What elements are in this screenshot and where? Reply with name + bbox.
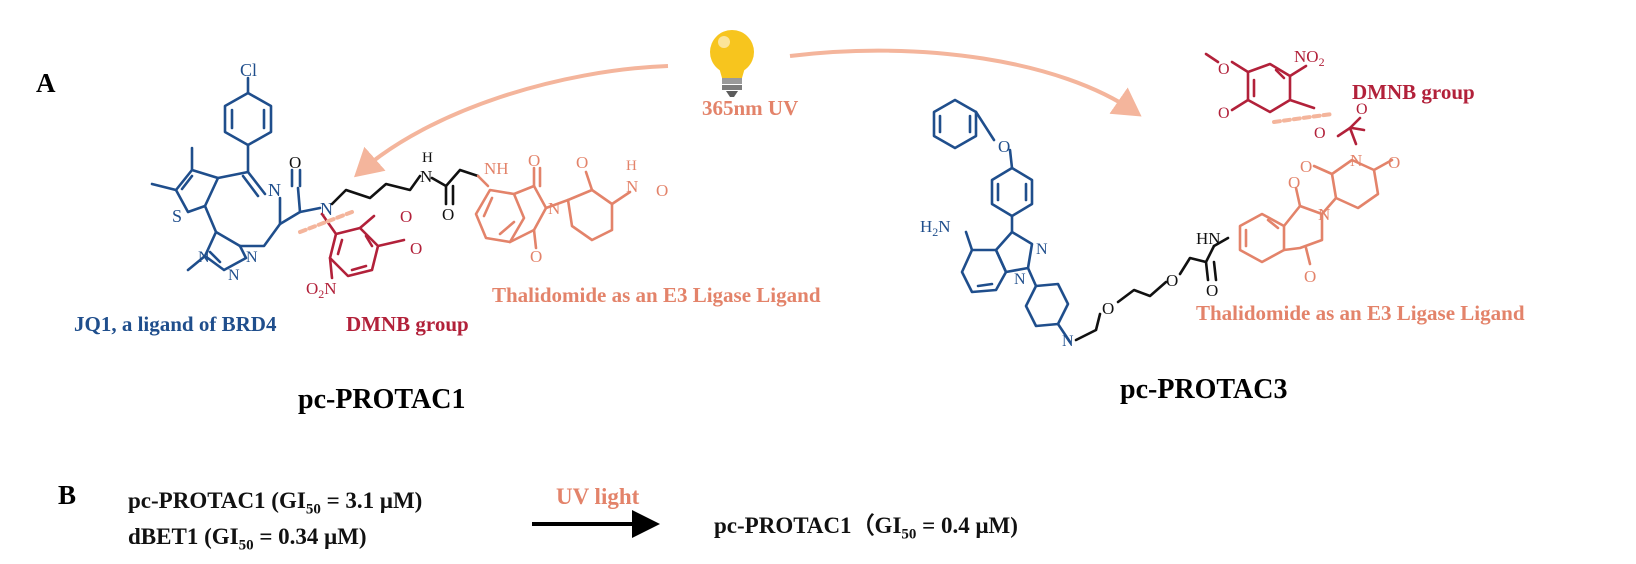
svg-text:N: N bbox=[1062, 333, 1074, 350]
svg-text:O: O bbox=[1206, 281, 1218, 300]
dmnb-label-2: DMNB group bbox=[1352, 80, 1475, 104]
svg-text:O: O bbox=[410, 239, 422, 258]
cleavage-dash-2 bbox=[1272, 112, 1334, 124]
thalidomide-label-1: Thalidomide as an E3 Ligase Ligand bbox=[492, 283, 821, 307]
svg-text:H: H bbox=[626, 158, 637, 174]
svg-text:N: N bbox=[1036, 241, 1048, 258]
svg-text:O: O bbox=[530, 247, 542, 266]
svg-text:O: O bbox=[442, 205, 454, 224]
svg-text:O: O bbox=[1218, 105, 1230, 122]
dbet1-gi50: dBET1 (GI50 = 0.34 μM) bbox=[128, 524, 367, 554]
ibrutinib-like-fragment bbox=[932, 98, 1072, 344]
svg-text:N: N bbox=[1014, 271, 1026, 288]
svg-text:H: H bbox=[422, 150, 433, 166]
svg-text:N: N bbox=[246, 249, 258, 266]
svg-text:O: O bbox=[998, 137, 1010, 156]
uv-arrow-left bbox=[354, 64, 669, 178]
svg-text:O: O bbox=[289, 153, 301, 172]
peg-linker bbox=[1074, 236, 1230, 342]
svg-text:O: O bbox=[1288, 173, 1300, 192]
thalidomide-fragment-1 bbox=[474, 166, 632, 250]
panel-b-label: B bbox=[58, 480, 77, 510]
svg-text:O: O bbox=[400, 207, 412, 226]
svg-text:O: O bbox=[1300, 157, 1312, 176]
cleavage-dash-1 bbox=[298, 210, 354, 234]
dmnb-fragment-1 bbox=[320, 212, 406, 280]
svg-text:O: O bbox=[576, 153, 588, 172]
svg-text:Cl: Cl bbox=[240, 60, 257, 80]
svg-text:N: N bbox=[198, 249, 210, 266]
dmnb-fragment-2 bbox=[1204, 52, 1366, 146]
svg-text:O: O bbox=[656, 181, 668, 200]
svg-text:S: S bbox=[172, 206, 182, 226]
svg-text:N: N bbox=[626, 177, 638, 196]
pc-protac1-title: pc-PROTAC1 bbox=[298, 384, 466, 415]
svg-text:O2N: O2N bbox=[306, 279, 337, 301]
svg-text:N: N bbox=[548, 199, 560, 218]
svg-text:O: O bbox=[1218, 61, 1230, 78]
svg-text:N: N bbox=[1350, 151, 1362, 170]
svg-text:N: N bbox=[268, 180, 281, 200]
thalidomide-fragment-2 bbox=[1238, 158, 1394, 266]
jq1-label: JQ1, a ligand of BRD4 bbox=[74, 312, 277, 336]
svg-text:O: O bbox=[1166, 271, 1178, 290]
thalidomide-label-2: Thalidomide as an E3 Ligase Ligand bbox=[1196, 301, 1525, 325]
butyl-linker bbox=[330, 168, 480, 206]
svg-text:N: N bbox=[420, 167, 432, 186]
uv-light-label: UV light bbox=[556, 484, 640, 509]
jq1-fragment bbox=[150, 76, 322, 272]
dmnb-label-1: DMNB group bbox=[346, 312, 469, 336]
svg-text:N: N bbox=[1318, 205, 1330, 224]
uv-wavelength-label: 365nm UV bbox=[702, 96, 799, 120]
jq1-atoms: Cl S N N N N N bbox=[172, 60, 333, 284]
pc-protac3-structure: O H2N N N N O O O HN bbox=[920, 47, 1400, 350]
svg-text:O: O bbox=[1356, 101, 1368, 118]
pc-protac1-gi50-before: pc-PROTAC1 (GI50 = 3.1 μM) bbox=[128, 488, 423, 518]
pc-protac1-gi50-after: pc-PROTAC1（GI50 = 0.4 μM) bbox=[714, 513, 1018, 543]
svg-text:NH: NH bbox=[484, 159, 509, 178]
svg-text:O: O bbox=[1304, 267, 1316, 286]
svg-text:H2N: H2N bbox=[920, 217, 951, 239]
svg-text:NO2: NO2 bbox=[1294, 47, 1325, 69]
svg-text:O: O bbox=[1314, 125, 1326, 142]
light-bulb-icon bbox=[710, 30, 754, 97]
svg-text:O: O bbox=[528, 151, 540, 170]
uv-arrow-right bbox=[789, 48, 1142, 117]
svg-text:N: N bbox=[228, 267, 240, 284]
svg-text:HN: HN bbox=[1196, 229, 1221, 248]
svg-text:O: O bbox=[1388, 153, 1400, 172]
svg-text:O: O bbox=[1102, 299, 1114, 318]
pc-protac1-structure: Cl S N N N N N O N H O bbox=[150, 60, 668, 301]
pc-protac3-title: pc-PROTAC3 bbox=[1120, 374, 1288, 405]
panel-a-label: A bbox=[36, 68, 56, 98]
